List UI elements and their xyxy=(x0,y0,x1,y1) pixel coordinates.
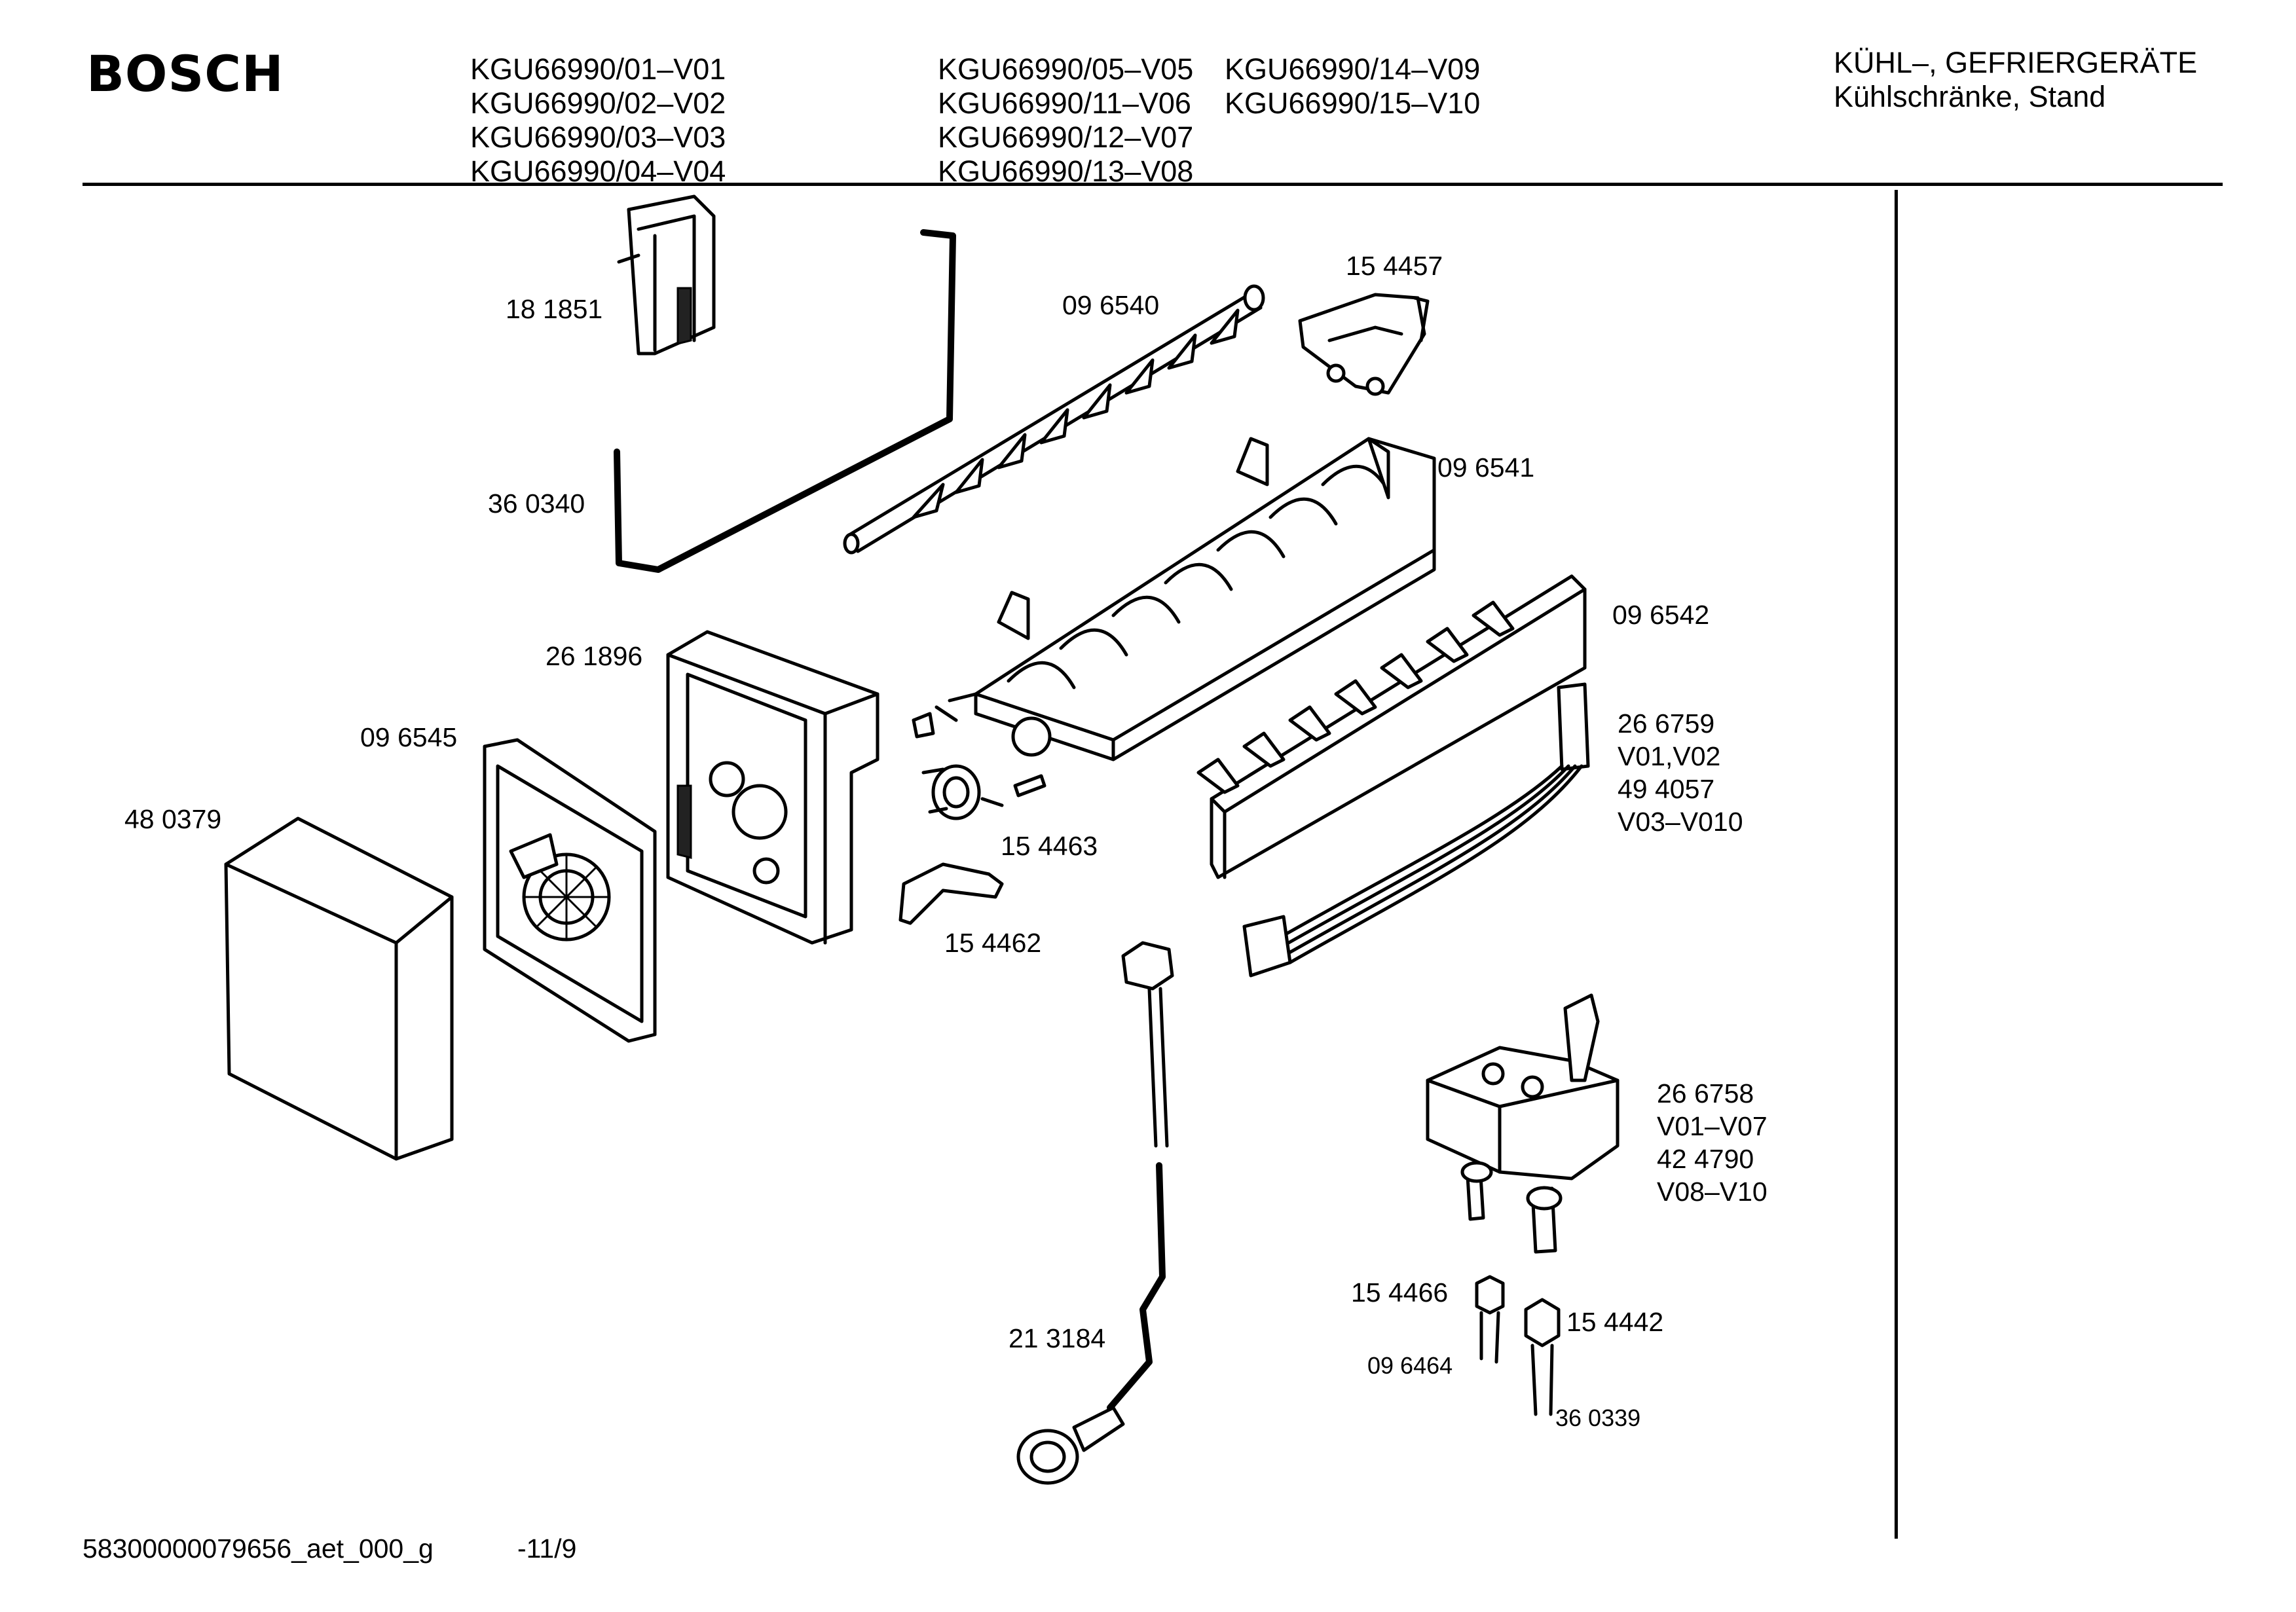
model-number: KGU66990/14–V09 xyxy=(1225,52,1481,86)
category-subtitle: Kühlschränke, Stand xyxy=(1834,80,2106,113)
part-label: 15 4442 xyxy=(1566,1307,1664,1337)
brand-logo: BOSCH xyxy=(86,45,284,103)
small-clip-drawing xyxy=(898,862,1004,925)
model-list-col1: KGU66990/01–V01 KGU66990/02–V02 KGU66990… xyxy=(470,52,726,189)
pin-part-drawing xyxy=(912,712,1046,820)
part-variant: V01–V07 xyxy=(1657,1111,1768,1141)
part-label-group: 26 6759 V01,V02 49 4057 V03–V010 xyxy=(1618,707,1743,838)
part-label-group: 26 6758 V01–V07 42 4790 V08–V10 xyxy=(1657,1077,1768,1208)
model-number: KGU66990/01–V01 xyxy=(470,52,726,86)
part-label: 15 4462 xyxy=(944,928,1042,958)
housing-drawing xyxy=(666,630,880,945)
part-label: 36 0340 xyxy=(488,488,585,519)
document-id: 58300000079656_aet_000_g xyxy=(83,1533,434,1564)
part-label: 09 6540 xyxy=(1062,290,1160,320)
model-number: KGU66990/03–V03 xyxy=(470,120,726,154)
nut-large-drawing xyxy=(1524,1298,1561,1416)
model-number: KGU66990/12–V07 xyxy=(938,120,1194,154)
part-label: 09 6542 xyxy=(1612,600,1710,630)
category: KÜHL–, GEFRIERGERÄTE Kühlschränke, Stand xyxy=(1834,46,2197,114)
model-number: KGU66990/02–V02 xyxy=(470,86,726,120)
part-label: 36 0339 xyxy=(1555,1404,1641,1431)
part-label: 26 1896 xyxy=(546,641,643,671)
clip-bracket-drawing xyxy=(617,194,716,356)
part-variant: V03–V010 xyxy=(1618,807,1743,837)
part-label: 18 1851 xyxy=(506,294,603,324)
mould-body-drawing xyxy=(935,437,1436,761)
small-bracket-drawing xyxy=(1298,293,1430,396)
model-number: KGU66990/11–V06 xyxy=(938,86,1191,120)
part-label: 21 3184 xyxy=(1009,1323,1106,1353)
right-margin-rule xyxy=(1895,190,1898,1539)
part-label: 49 4057 xyxy=(1618,774,1715,804)
part-label: 26 6758 xyxy=(1657,1078,1754,1108)
shutoff-arm-drawing xyxy=(614,229,956,573)
gear-plate-drawing xyxy=(483,738,657,1043)
part-label: 15 4463 xyxy=(1001,831,1098,861)
part-label: 15 4457 xyxy=(1346,251,1443,281)
part-label: 15 4466 xyxy=(1351,1277,1449,1308)
part-label: 09 6545 xyxy=(360,722,458,752)
stripper-drawing xyxy=(1196,574,1587,879)
part-label: 09 6464 xyxy=(1367,1352,1453,1379)
cover-drawing xyxy=(224,816,454,1161)
model-list-col2: KGU66990/05–V05 KGU66990/11–V06 KGU66990… xyxy=(938,52,1193,189)
fill-tube-drawing xyxy=(1016,941,1174,1485)
model-number: KGU66990/04–V04 xyxy=(470,155,726,188)
header-rule xyxy=(83,183,2223,186)
model-number: KGU66990/15–V10 xyxy=(1225,86,1481,120)
part-variant: V08–V10 xyxy=(1657,1177,1768,1207)
category-title: KÜHL–, GEFRIERGERÄTE xyxy=(1834,46,2198,79)
wire-harness-drawing xyxy=(1242,682,1590,978)
model-number: KGU66990/05–V05 xyxy=(938,52,1194,86)
ejector-shaft-drawing xyxy=(843,284,1265,555)
model-number: KGU66990/13–V08 xyxy=(938,155,1194,188)
model-list-col3: KGU66990/14–V09 KGU66990/15–V10 xyxy=(1225,52,1480,120)
part-label: 48 0379 xyxy=(124,804,222,834)
page-number: -11/9 xyxy=(517,1533,577,1564)
valve-drawing xyxy=(1426,993,1620,1254)
part-variant: V01,V02 xyxy=(1618,741,1721,771)
part-label: 42 4790 xyxy=(1657,1144,1754,1174)
nut-small-drawing xyxy=(1475,1275,1505,1364)
part-label: 09 6541 xyxy=(1437,452,1535,483)
part-label: 26 6759 xyxy=(1618,708,1715,739)
